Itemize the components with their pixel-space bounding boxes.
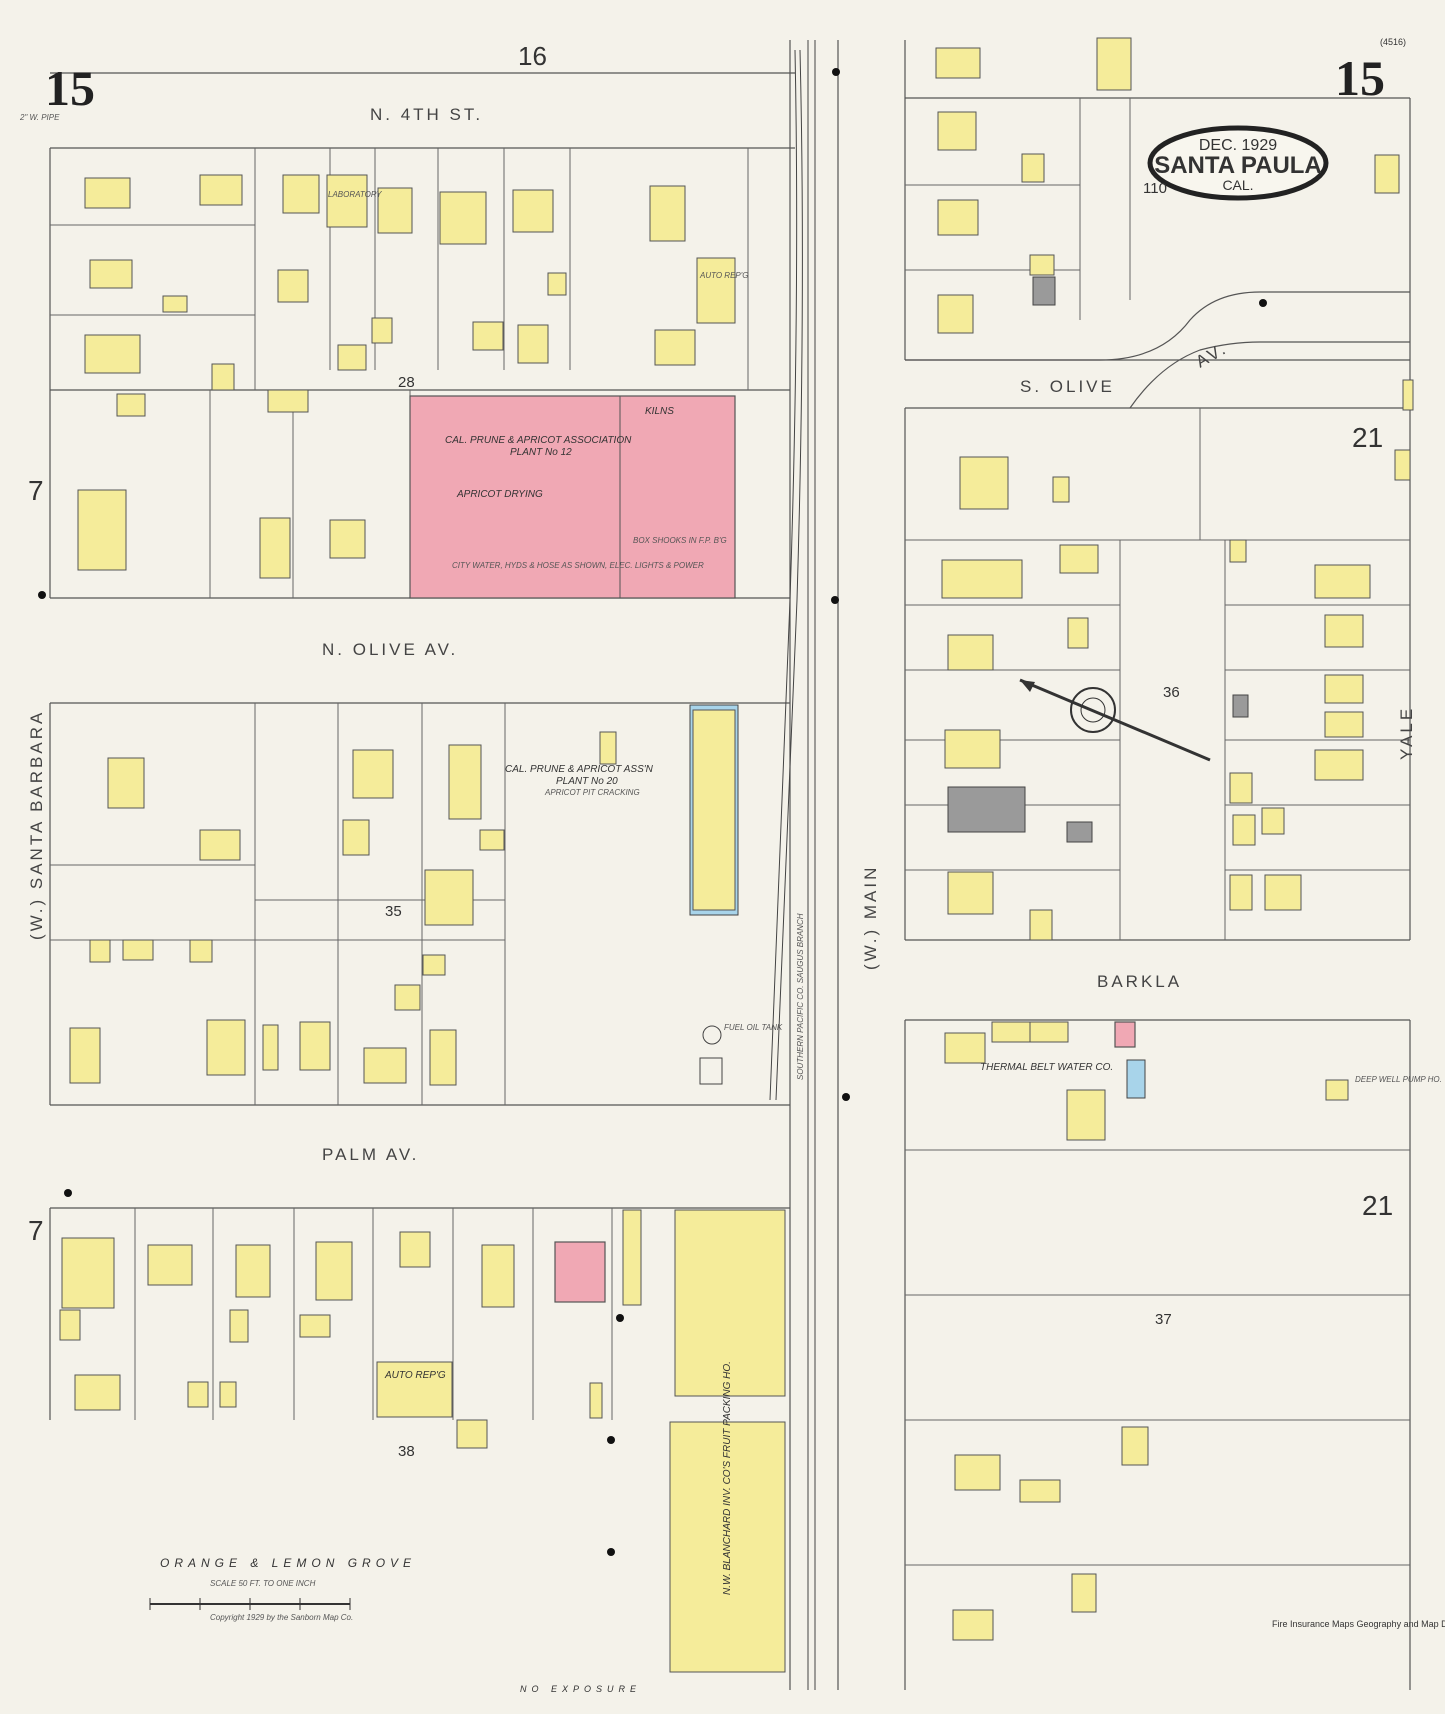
street-n-4th: N. 4TH ST. (370, 105, 483, 124)
block-number: 36 (1163, 684, 1180, 701)
cal-prune-12-title: CAL. PRUNE & APRICOT ASSOCIATION (445, 435, 632, 446)
railroad-tracks (769, 40, 816, 1690)
auto-repair-2 (376, 1361, 453, 1418)
apricot-drying-label: APRICOT DRYING (456, 489, 543, 500)
blanchard-label: N.W. BLANCHARD INV. CO'S FRUIT PACKING H… (722, 1361, 733, 1595)
fuel-oil-tank (702, 1025, 722, 1045)
iron-shed (1032, 276, 1056, 306)
office-building (554, 1241, 606, 1303)
adjacent-sheet-7: 7 (28, 475, 44, 506)
city-cartouche: DEC. 1929 SANTA PAULA CAL. (1147, 125, 1329, 201)
copyright-label: Copyright 1929 by the Sanborn Map Co. (210, 1613, 353, 1622)
block-number: 37 (1155, 1311, 1172, 1328)
adjacent-sheet-21: 21 (1352, 422, 1383, 453)
auto-repair-1 (696, 257, 736, 324)
street-lines (49, 40, 1411, 1690)
hydrants (38, 68, 1267, 1556)
fruit-packing-house (674, 1209, 786, 1397)
iron-shed (1232, 694, 1249, 718)
sheet-number-left: 15 (45, 60, 95, 116)
auto-repair-2-label: AUTO REP'G (384, 1370, 446, 1381)
city-water-note: CITY WATER, HYDS & HOSE AS SHOWN, ELEC. … (452, 561, 704, 570)
scale-label: SCALE 50 FT. TO ONE INCH (210, 1579, 316, 1588)
box-shooks-label: BOX SHOOKS IN F.P. B'G (633, 536, 727, 545)
no-exposure-label: NO EXPOSURE (520, 1684, 641, 1694)
compass-rose (1019, 678, 1211, 762)
fruit-packing-house-annex (669, 1421, 786, 1673)
cartouche-state: CAL. (1222, 177, 1253, 193)
street-n-olive: N. OLIVE AV. (322, 640, 458, 659)
street-yale: YALE (1397, 706, 1416, 760)
apricot-pit-label: APRICOT PIT CRACKING (544, 788, 640, 797)
cal-prune-20-plant: PLANT No 20 (556, 776, 618, 787)
conc-reservoir (1126, 1059, 1146, 1099)
block-number: 35 (385, 903, 402, 920)
block-number: 38 (398, 1443, 415, 1460)
scale-bar: SCALE 50 FT. TO ONE INCH Copyright 1929 … (149, 1579, 353, 1622)
block-number: 28 (398, 374, 415, 391)
oil-reservoir (699, 1057, 723, 1085)
library-stamp: Fire Insurance Maps Geography and Map Di… (1272, 1619, 1445, 1629)
adjacent-sheet-21: 21 (1362, 1190, 1393, 1221)
thermal-belt-label: THERMAL BELT WATER CO. (980, 1062, 1113, 1073)
adjacent-sheet-7: 7 (28, 1215, 44, 1246)
laboratory-label: LABORATORY (328, 190, 382, 199)
deep-well-label: DEEP WELL PUMP HO. (1355, 1075, 1442, 1084)
cal-prune-plant-12 (409, 395, 736, 599)
block-number: 110 (1143, 180, 1167, 197)
orange-grove-label: ORANGE & LEMON GROVE (160, 1556, 416, 1570)
street-palm: PALM AV. (322, 1145, 419, 1164)
kilns-label: KILNS (645, 406, 674, 417)
cartouche-date: DEC. 1929 (1199, 137, 1277, 154)
street-main: (W.) MAIN (861, 865, 880, 970)
auto-repair-1-label: AUTO REP'G (699, 271, 749, 280)
cartouche-city: SANTA PAULA (1154, 152, 1322, 179)
railroad-label: SOUTHERN PACIFIC CO. SAUGUS BRANCH (796, 913, 805, 1080)
street-barkla: BARKLA (1097, 972, 1182, 991)
street-s-olive: S. OLIVE (1020, 377, 1115, 396)
iron-building (947, 786, 1026, 833)
pump-house (1114, 1021, 1136, 1048)
sheet-code: (4516) (1380, 37, 1406, 47)
pipe-note: 2" W. PIPE (19, 113, 60, 122)
cal-prune-20-title: CAL. PRUNE & APRICOT ASS'N (505, 764, 654, 775)
sheet-number-right: 15 (1335, 50, 1385, 106)
fuel-oil-label: FUEL OIL TANK (724, 1023, 783, 1032)
adjacent-sheet-top: 16 (518, 41, 547, 71)
iron-shed (1066, 821, 1093, 843)
cal-prune-12-plant: PLANT No 12 (510, 447, 572, 458)
dwellings (59, 37, 1414, 1641)
street-santa-barbara: (W.) SANTA BARBARA (27, 710, 46, 940)
